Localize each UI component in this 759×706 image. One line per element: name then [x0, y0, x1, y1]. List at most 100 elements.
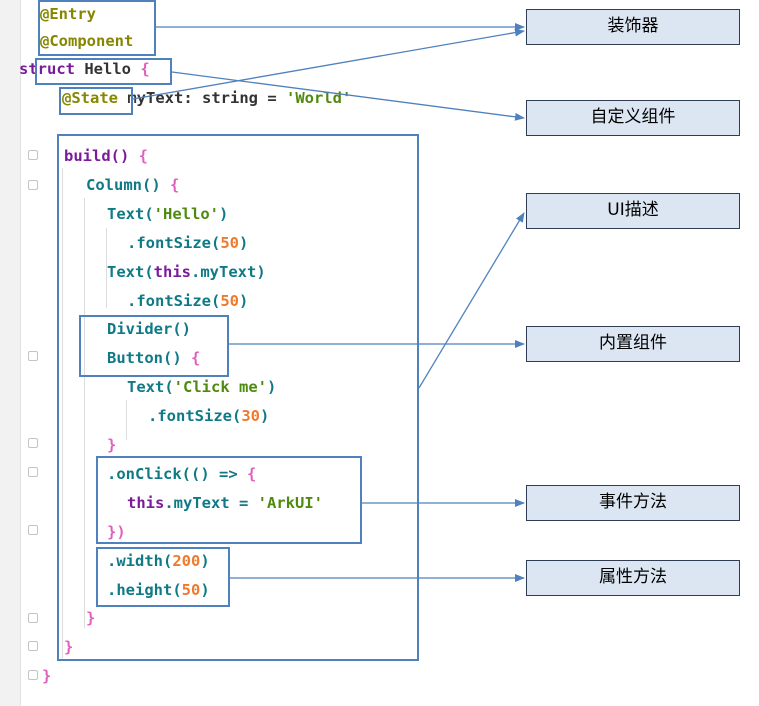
fold-marker[interactable]: [28, 670, 38, 680]
code-line-fontsize-30: .fontSize(30): [148, 403, 269, 429]
code-line-fontsize-50: .fontSize(50): [127, 230, 248, 256]
code-line-entry: @Entry: [40, 1, 96, 27]
assign-target: .myText =: [164, 494, 258, 512]
code-line-divider: Divider(): [107, 316, 191, 342]
paren: ): [200, 552, 210, 570]
event-method-callout-box: [96, 456, 362, 544]
text-call: Text(: [107, 205, 154, 223]
code-line-build-close: }: [64, 634, 73, 660]
code-line-onclick-close: }): [107, 519, 126, 545]
divider-call: Divider(): [107, 320, 191, 338]
fontsize-call: .fontSize(: [127, 292, 221, 310]
label-ui-description: UI描述: [526, 193, 740, 229]
code-line-text-mytext: Text(this.myText): [107, 259, 266, 285]
label-attribute-method: 属性方法: [526, 560, 740, 596]
code-line-width: .width(200): [107, 548, 210, 574]
onclick-call: .onClick(() =>: [107, 465, 247, 483]
code-line-text-hello: Text('Hello'): [107, 201, 228, 227]
brace: {: [138, 147, 149, 165]
fold-marker[interactable]: [28, 641, 38, 651]
brace: {: [170, 176, 180, 194]
brace: }: [86, 609, 96, 627]
fontsize-call: .fontSize(: [127, 234, 221, 252]
struct-callout-box: [35, 58, 172, 85]
paren: ): [239, 234, 249, 252]
code-line-assign: this.myText = 'ArkUI': [127, 490, 323, 516]
paren: ): [200, 581, 210, 599]
code-line-struct-close: }: [42, 663, 51, 689]
label-decorator: 装饰器: [526, 9, 740, 45]
fold-marker[interactable]: [28, 525, 38, 535]
struct-keyword: struct: [19, 60, 75, 78]
column-call: Column(): [86, 176, 161, 194]
width-call: .width(: [107, 552, 173, 570]
text-arg: 'Click me': [173, 378, 267, 396]
paren: ): [260, 407, 270, 425]
code-line-state: @State myText: string = 'World': [62, 85, 351, 111]
state-declaration: myText: string =: [127, 89, 286, 107]
label-event-method: 事件方法: [526, 485, 740, 521]
arrow-custom-component: [171, 71, 525, 121]
fontsize-value: 50: [220, 234, 239, 252]
paren: ): [239, 292, 249, 310]
brace: }): [107, 523, 126, 541]
ui-description-callout-box: [57, 134, 419, 661]
arrow-ui-description: [418, 212, 525, 389]
code-line-text-click: Text('Click me'): [127, 374, 276, 400]
fontsize-call: .fontSize(: [148, 407, 242, 425]
code-line-component: @Component: [40, 28, 133, 54]
code-line-build: build() {: [64, 143, 148, 169]
fold-marker[interactable]: [28, 150, 38, 160]
fold-marker[interactable]: [28, 613, 38, 623]
button-call: Button(): [107, 349, 182, 367]
builtin-component-callout-box: [79, 315, 229, 377]
text-call: Text(: [127, 378, 174, 396]
code-line-column: Column() {: [86, 172, 179, 198]
height-call: .height(: [107, 581, 182, 599]
label-builtin-component: 内置组件: [526, 326, 740, 362]
text-arg: 'Hello': [153, 205, 219, 223]
code-line-column-close: }: [86, 605, 95, 631]
fold-marker[interactable]: [28, 351, 38, 361]
paren: ): [219, 205, 229, 223]
struct-name: Hello: [84, 60, 132, 78]
code-line-button: Button() {: [107, 345, 200, 371]
code-line-struct: struct Hello {: [19, 56, 150, 82]
attribute-method-callout-box: [96, 547, 230, 607]
fold-marker[interactable]: [28, 180, 38, 190]
component-decorator: @Component: [40, 32, 134, 50]
decorator-callout-box: [38, 0, 156, 56]
brace: }: [42, 667, 52, 685]
entry-decorator: @Entry: [40, 5, 96, 23]
indent-guide: [62, 168, 63, 658]
fontsize-value: 50: [220, 292, 239, 310]
brace: {: [140, 60, 150, 78]
label-custom-component: 自定义组件: [526, 100, 740, 136]
code-line-fontsize-50b: .fontSize(50): [127, 288, 248, 314]
this-keyword: this: [153, 263, 191, 281]
fontsize-value: 30: [241, 407, 260, 425]
text-arg: .myText): [191, 263, 266, 281]
indent-guide: [84, 198, 85, 628]
fold-marker[interactable]: [28, 438, 38, 448]
editor-gutter: [0, 0, 21, 706]
indent-guide: [106, 228, 107, 308]
height-value: 50: [181, 581, 201, 599]
text-call: Text(: [107, 263, 154, 281]
this-keyword: this: [127, 494, 165, 512]
width-value: 200: [172, 552, 201, 570]
build-call: build(): [64, 147, 130, 165]
brace: }: [107, 436, 117, 454]
fold-marker[interactable]: [28, 467, 38, 477]
paren: ): [267, 378, 277, 396]
code-line-height: .height(50): [107, 577, 210, 603]
state-callout-box: [59, 87, 133, 115]
brace: }: [64, 638, 74, 656]
assign-value: 'ArkUI': [257, 494, 323, 512]
state-decorator: @State: [62, 89, 118, 107]
brace: {: [191, 349, 201, 367]
brace: {: [246, 465, 257, 483]
code-line-button-close: }: [107, 432, 116, 458]
